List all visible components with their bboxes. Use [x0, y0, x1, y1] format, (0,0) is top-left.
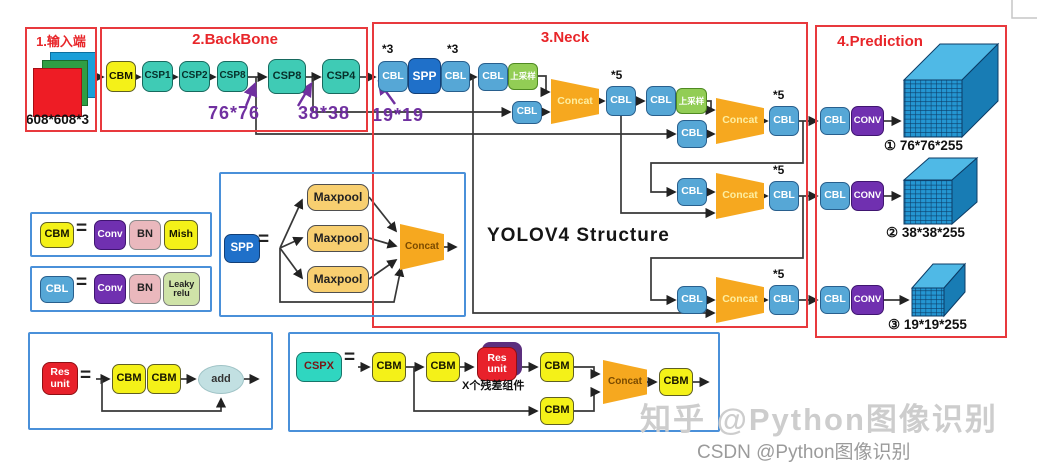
pred-cbl-2: CBL	[820, 182, 850, 210]
scale-label-76: 76*76	[208, 103, 261, 123]
output-tensor-1	[902, 42, 1000, 139]
pred-conv-2: CONV	[851, 181, 884, 211]
cspx-cbm-4: CBM	[540, 397, 574, 425]
cspx-cbm-3: CBM	[540, 352, 574, 382]
legend-res-cbm-1: CBM	[112, 364, 146, 394]
concat-2: Concat	[716, 98, 764, 144]
pred-cbl-3: CBL	[820, 286, 850, 314]
watermark-zhihu: 知乎 @Python图像识别	[640, 402, 998, 437]
input-section-title: 1.输入端	[36, 34, 86, 49]
legend-res-key: Res unit	[42, 362, 78, 395]
cbl-x5-4: CBL	[769, 285, 799, 315]
mult-x5-3: *5	[773, 163, 785, 177]
neck-cbl-before-up1: CBL	[478, 63, 508, 91]
neck-cbl-before-up2: CBL	[646, 86, 676, 116]
maxpool-3: Maxpool	[307, 266, 369, 293]
down-cbl-1: CBL	[677, 178, 707, 206]
page-corner-line	[1011, 0, 1037, 19]
csp1-block: CSP1	[142, 61, 173, 92]
mult-x5-2: *5	[773, 88, 785, 102]
legend-cbl-eq: =	[76, 272, 88, 293]
legend-cspx-key: CSPX	[296, 352, 342, 382]
cbl-x5-2: CBL	[769, 106, 799, 136]
concat-3: Concat	[716, 173, 764, 219]
neck-cbl-pre-spp: CBL	[378, 61, 408, 92]
cbm-block: CBM	[106, 61, 136, 92]
lateral-38-cbl: CBL	[512, 101, 542, 124]
csp4-block: CSP4	[322, 59, 360, 94]
mult-x3-2: *3	[447, 42, 459, 56]
cspx-cbm-2: CBM	[426, 352, 460, 382]
pred-conv-1: CONV	[851, 106, 884, 136]
output-tensor-2	[902, 156, 979, 226]
output-label-1: ① 76*76*255	[884, 138, 963, 153]
input-image-layer-red	[33, 68, 82, 117]
output-label-2: ② 38*38*255	[886, 225, 965, 240]
pred-cbl-1: CBL	[820, 107, 850, 135]
cspx-cbm-1: CBM	[372, 352, 406, 382]
watermark-csdn: CSDN @Python图像识别	[697, 442, 911, 463]
structure-title: YOLOV4 Structure	[487, 225, 670, 246]
legend-cbm-bn: BN	[129, 220, 161, 250]
upsample-2: 上采样	[676, 88, 707, 114]
backbone-section-title: 2.BackBone	[192, 31, 278, 48]
legend-spp-eq: =	[258, 229, 270, 250]
mult-x5-4: *5	[773, 267, 785, 281]
maxpool-1: Maxpool	[307, 184, 369, 211]
pred-conv-3: CONV	[851, 285, 884, 315]
res-count-note: X个残差组件	[462, 380, 525, 392]
down-cbl-2: CBL	[677, 286, 707, 314]
legend-cbm-key: CBM	[40, 222, 74, 248]
mult-x5-1: *5	[611, 68, 623, 82]
output-tensor-3	[910, 262, 967, 318]
lateral-76-cbl: CBL	[677, 120, 707, 148]
mult-x3-1: *3	[382, 42, 394, 56]
scale-label-19: 19*19	[372, 105, 425, 125]
legend-cbm-conv: Conv	[94, 220, 126, 250]
csp8-block-2: CSP8	[268, 59, 306, 94]
cspx-res-unit: Res unit	[477, 347, 517, 381]
cbl-x5-3: CBL	[769, 181, 799, 211]
legend-spp-concat: Concat	[400, 224, 444, 270]
csp2-block: CSP2	[179, 61, 210, 92]
legend-res-cbm-2: CBM	[147, 364, 181, 394]
upsample-1: 上采样	[508, 63, 538, 90]
cspx-cbm-5: CBM	[659, 368, 693, 396]
maxpool-2: Maxpool	[307, 225, 369, 252]
output-label-3: ③ 19*19*255	[888, 317, 967, 332]
neck-cbl-post-spp: CBL	[441, 61, 470, 92]
concat-4: Concat	[716, 277, 764, 323]
scale-label-38: 38*38	[298, 103, 351, 123]
neck-section-title: 3.Neck	[540, 29, 590, 46]
legend-spp-key: SPP	[224, 234, 260, 263]
cbl-x5-1: CBL	[606, 86, 636, 116]
prediction-section-title: 4.Prediction	[837, 33, 923, 50]
legend-cbl-leaky: Leaky relu	[163, 272, 200, 306]
legend-cbl-key: CBL	[40, 276, 74, 303]
csp8-block-1: CSP8	[217, 61, 248, 92]
input-size-label: 608*608*3	[26, 112, 90, 127]
legend-res-eq: =	[80, 365, 92, 386]
spp-block: SPP	[408, 58, 441, 94]
legend-cbl-conv: Conv	[94, 274, 126, 304]
legend-cbm-mish: Mish	[164, 220, 198, 250]
add-node: add	[198, 365, 244, 394]
legend-cbm-eq: =	[76, 218, 88, 239]
legend-cbl-bn: BN	[129, 274, 161, 304]
concat-1: Concat	[551, 79, 599, 124]
legend-cspx-eq: =	[344, 347, 356, 368]
